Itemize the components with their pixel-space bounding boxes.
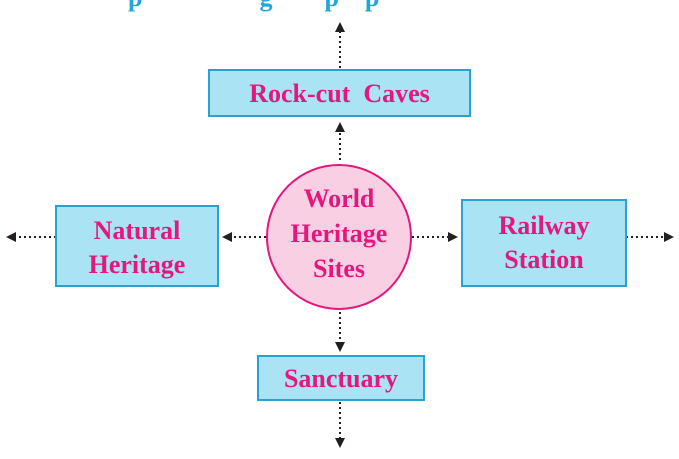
node-sanctuary-box xyxy=(257,355,425,401)
node-rock-cut-caves: Rock-cut Caves xyxy=(208,69,471,117)
node-railway-station-box xyxy=(461,199,627,287)
node-natural-heritage-label-line-2: Heritage xyxy=(89,250,186,279)
node-railway-station-label-line-2: Station xyxy=(504,245,584,274)
node-natural-heritage: Natural Heritage xyxy=(55,205,219,287)
node-rock-cut-caves-label: Rock-cut Caves xyxy=(249,79,430,108)
node-natural-heritage-box xyxy=(55,205,219,287)
node-rock-cut-caves-box xyxy=(208,69,471,117)
center-label-line-1: World xyxy=(304,184,375,213)
node-sanctuary-label: Sanctuary xyxy=(284,364,398,393)
center-circle xyxy=(266,164,412,310)
header-fragment: p g p p xyxy=(128,0,379,12)
center-label-line-2: Heritage xyxy=(291,219,388,248)
connectors xyxy=(6,22,674,448)
node-sanctuary: Sanctuary xyxy=(257,355,425,401)
node-natural-heritage-label-line-1: Natural xyxy=(94,216,181,245)
center-node-world-heritage-sites: World Heritage Sites xyxy=(266,164,412,310)
node-railway-station-label-line-1: Railway xyxy=(499,211,590,240)
node-railway-station: Railway Station xyxy=(461,199,627,287)
center-label-line-3: Sites xyxy=(313,254,365,283)
